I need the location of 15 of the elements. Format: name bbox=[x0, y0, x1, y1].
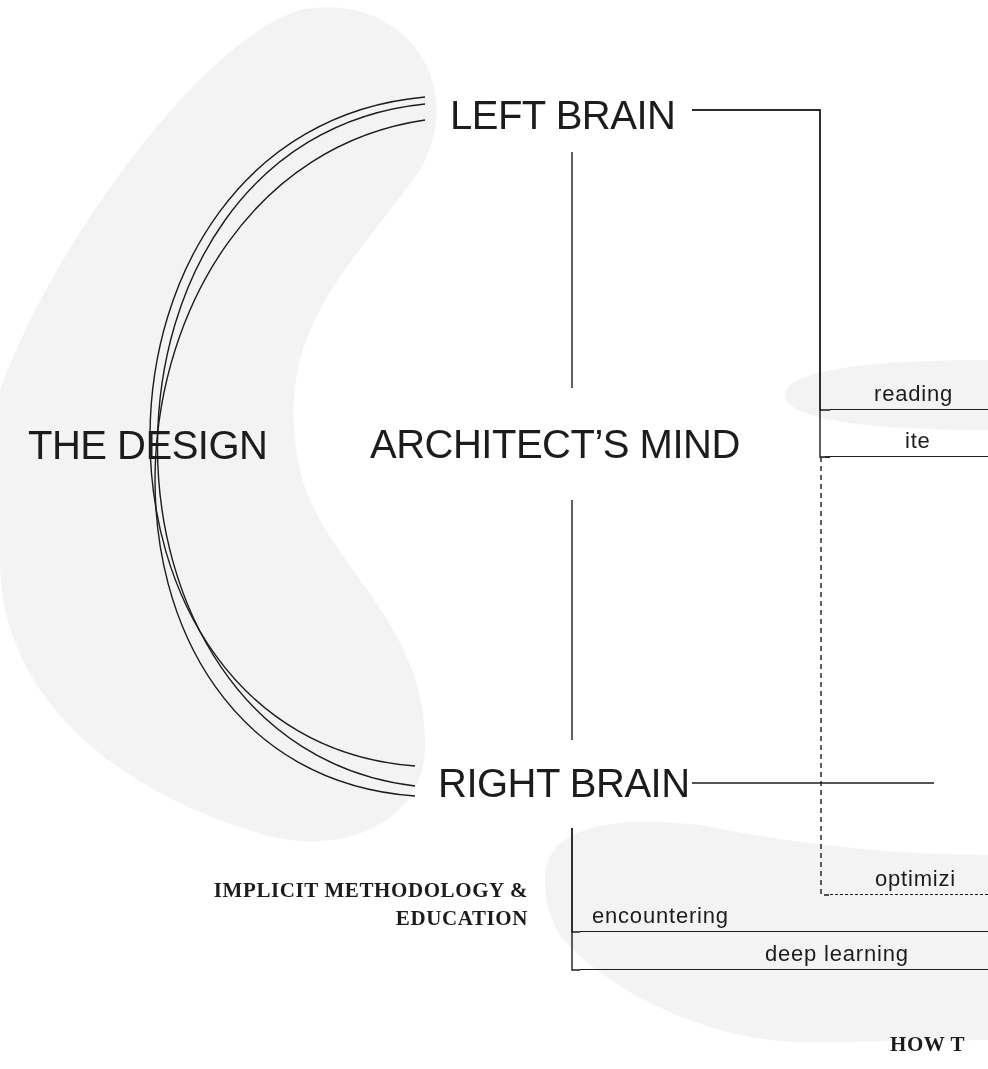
underlined-term: reading bbox=[830, 380, 988, 410]
underlined-term: optimizi bbox=[830, 866, 988, 895]
heading-text: ARCHITECT’S MIND bbox=[370, 388, 764, 500]
underlined-term: encountering bbox=[580, 902, 988, 932]
connector-line bbox=[571, 151, 573, 389]
connector-line bbox=[820, 456, 831, 896]
connector-line bbox=[571, 827, 581, 971]
connector-line bbox=[571, 499, 573, 741]
section-label: HOW T bbox=[890, 1031, 967, 1058]
underlined-term: deep learning bbox=[580, 940, 988, 970]
heading-text: RIGHT BRAIN bbox=[415, 740, 692, 828]
section-label: IMPLICIT METHODOLOGY & EDUCATION bbox=[212, 877, 528, 932]
connector-line bbox=[691, 782, 935, 784]
heading-text: LEFT BRAIN bbox=[425, 88, 692, 152]
underlined-term: ite bbox=[830, 428, 988, 457]
